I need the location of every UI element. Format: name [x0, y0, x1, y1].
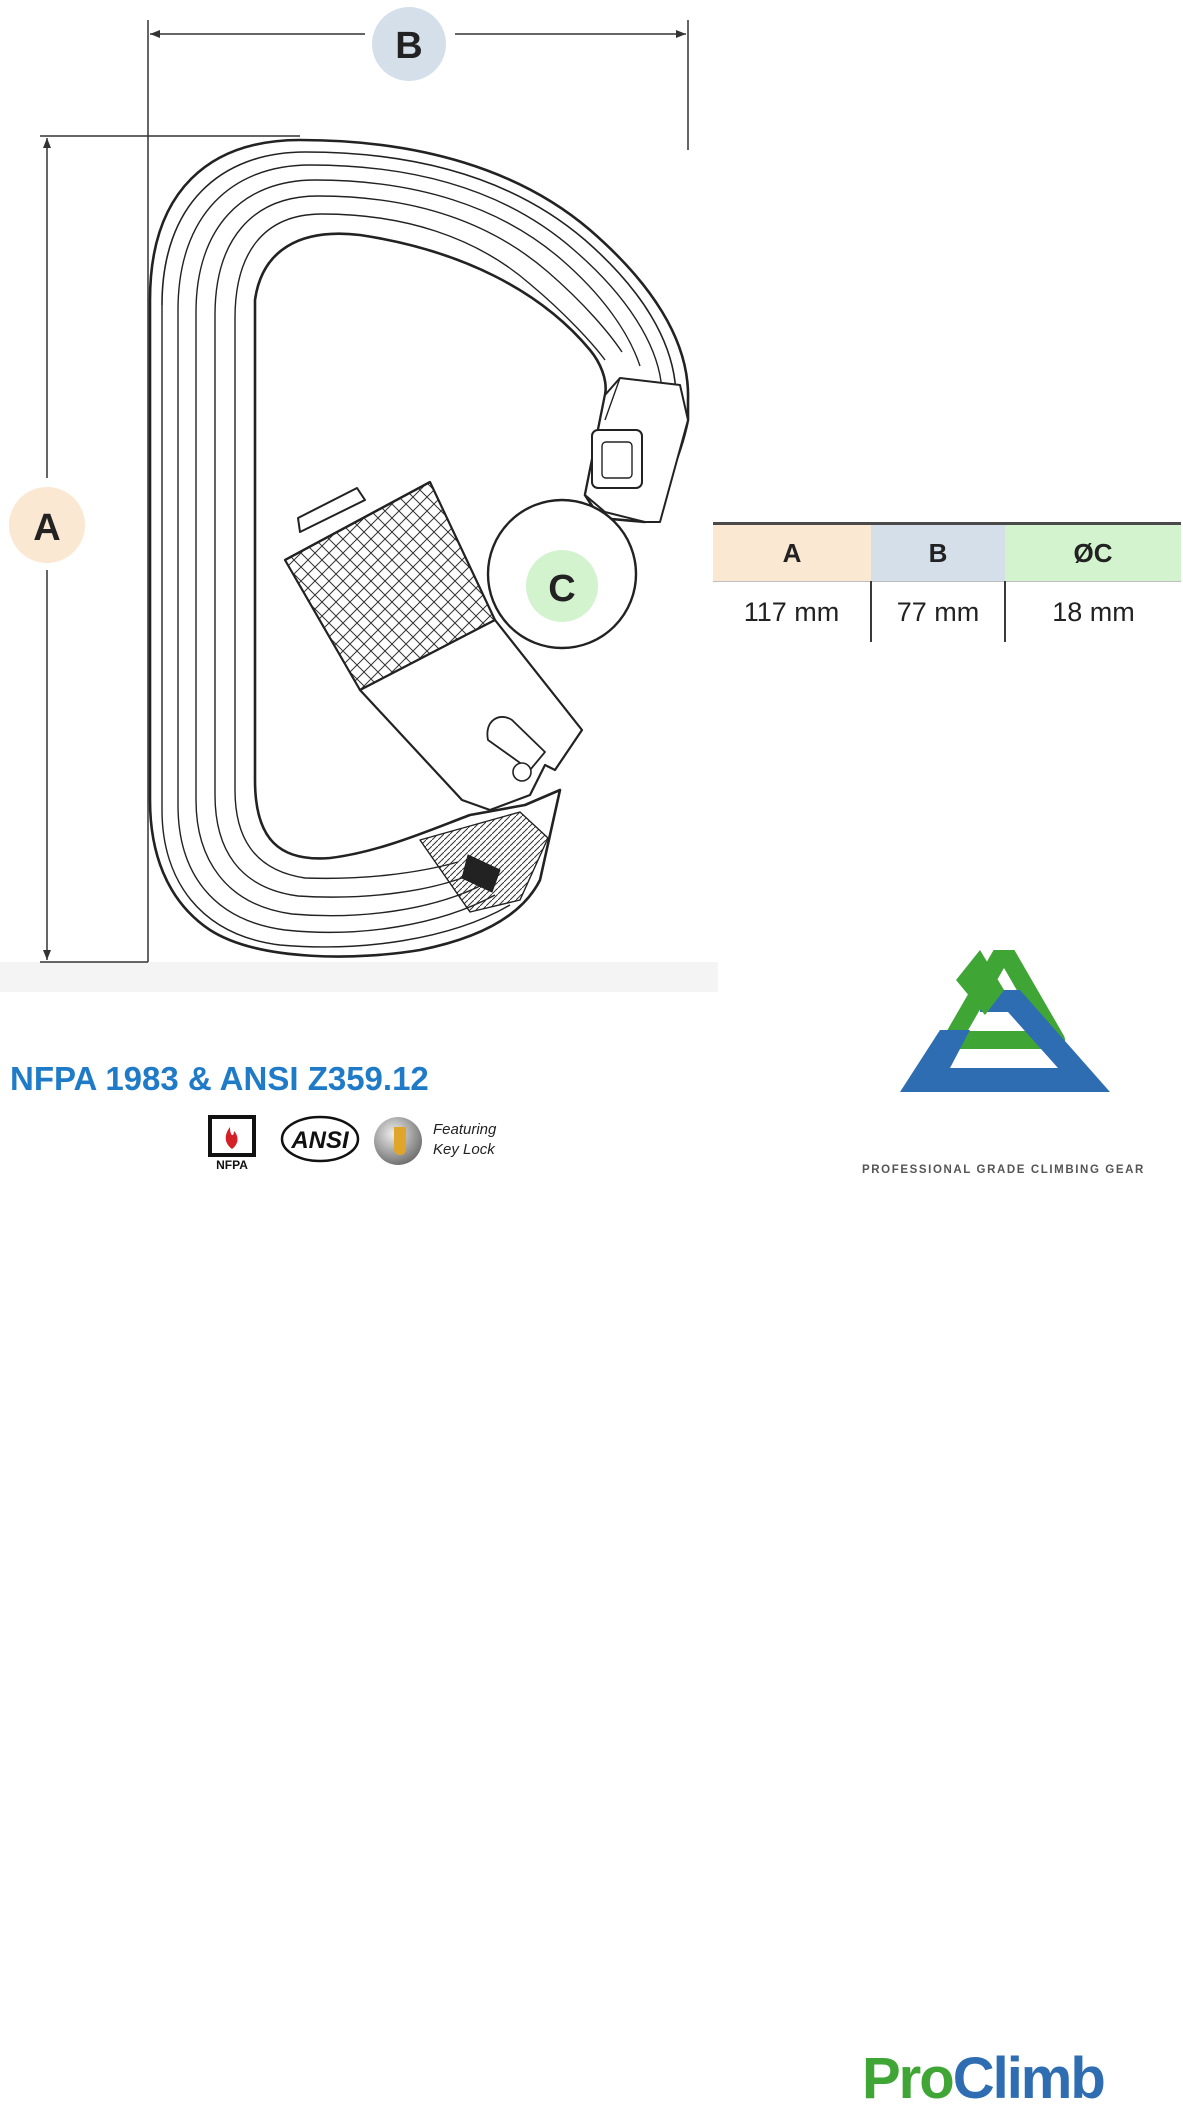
carabiner-gate [283, 480, 584, 812]
spec-header-a: A [713, 522, 871, 582]
standards-title: NFPA 1983 & ANSI Z359.12 [10, 1060, 429, 1097]
spec-value-c: 18 mm [1052, 596, 1135, 627]
dimension-c-badge [526, 550, 598, 622]
key-lock-caption: Featuring Key Lock [433, 1120, 496, 1160]
dimension-a: A [9, 135, 300, 963]
dimension-b-label: B [395, 25, 422, 67]
dimension-a-badge [9, 487, 85, 563]
spec-header-b: B [871, 522, 1005, 582]
nfpa-logo-text: NFPA [216, 1158, 248, 1172]
spec-header-row: A B ØC [713, 522, 1181, 582]
carabiner-body [148, 138, 690, 958]
spec-table: A B ØC 117 mm 77 mm 18 mm [713, 522, 1181, 642]
certification-badges: NFPA ANSI [208, 1115, 422, 1172]
dimension-a-label: A [33, 507, 60, 549]
dimension-b: B [147, 7, 689, 962]
dimension-c-label: C [548, 568, 575, 610]
dimension-c: C [486, 498, 638, 650]
spec-value-row: 117 mm 77 mm 18 mm [713, 581, 1181, 642]
ansi-logo-icon: ANSI [280, 1115, 360, 1163]
ground-shadow [0, 962, 718, 992]
proclimb-triangle-icon [900, 950, 1110, 1092]
ansi-logo-text: ANSI [290, 1127, 350, 1154]
spec-value-a: 117 mm [713, 581, 872, 642]
spec-value-b: 77 mm [871, 581, 1006, 642]
brand-name: ProClimb [862, 2045, 1106, 2112]
nfpa-logo-icon: NFPA [208, 1115, 256, 1172]
key-lock-line-1: Featuring [433, 1121, 497, 1138]
brand-logo: ProClimb [860, 950, 1170, 2111]
brand-name-climb: Climb [952, 2046, 1106, 2111]
brand-tagline: PROFESSIONAL GRADE CLIMBING GEAR [862, 1164, 1145, 1176]
carabiner-diagram: B A [0, 7, 718, 992]
dimension-b-badge [372, 7, 446, 81]
spec-header-c: ØC [1005, 522, 1181, 582]
key-lock-line-2: Key Lock [433, 1141, 495, 1158]
brand-name-pro: Pro [862, 2046, 955, 2111]
key-lock-icon [374, 1117, 422, 1165]
